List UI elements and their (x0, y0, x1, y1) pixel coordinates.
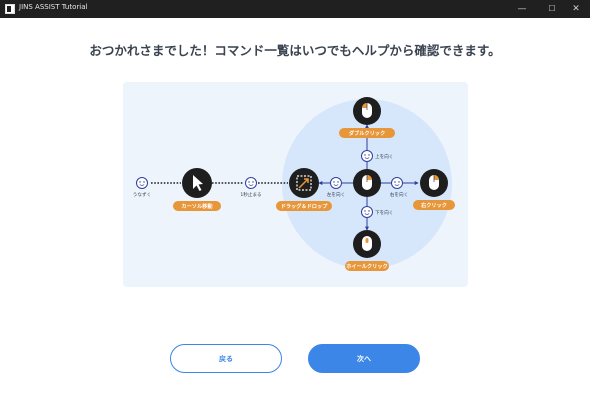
drag-drop-icon (296, 175, 312, 191)
center-node (353, 169, 381, 197)
drag-drop-pill (276, 201, 332, 211)
stop-label: 1秒止まる (240, 191, 261, 198)
command-diagram-panel: うなずく カーソル移動 1秒止まる ドラッ (123, 82, 468, 287)
cursor-move-pill (173, 201, 221, 211)
mouse-pointer-icon (193, 175, 203, 191)
maximize-button[interactable]: ☐ (548, 4, 556, 13)
face-right-label: 右を向く (390, 191, 408, 198)
window-title: JINS ASSIST Tutorial (19, 3, 88, 11)
next-button[interactable]: 次へ (308, 344, 420, 373)
nod-label: うなずく (133, 191, 151, 198)
cursor-node (182, 168, 212, 198)
double-click-node (353, 97, 381, 125)
cursor-move-label: カーソル移動 (181, 202, 212, 210)
face-right-icon (391, 177, 403, 189)
close-button[interactable]: ✕ (572, 4, 580, 14)
middle-click-node (353, 230, 381, 258)
drag-drop-node (289, 168, 319, 198)
right-click-node (420, 169, 448, 197)
title-bar[interactable]: JINS ASSIST Tutorial — ☐ ✕ (0, 0, 590, 18)
app-icon (5, 4, 15, 14)
face-down-label: 下を向く (375, 209, 393, 216)
face-down-icon (361, 206, 373, 218)
command-diagram: うなずく カーソル移動 1秒止まる ドラッ (133, 97, 455, 271)
minimize-button[interactable]: — (517, 4, 527, 14)
mouse-wheel-click-icon (362, 236, 372, 251)
face-left-label: 左を向く (327, 191, 345, 198)
right-click-label: 右クリック (421, 201, 447, 209)
right-click-pill (413, 200, 455, 210)
double-click-label: ダブルクリック (349, 129, 385, 137)
face-up-label: 上を向く (375, 153, 393, 160)
face-left-icon (330, 177, 342, 189)
middle-click-pill (345, 261, 389, 271)
face-up-icon (361, 150, 373, 162)
middle-click-label: ホイールクリック (346, 262, 388, 270)
back-button[interactable]: 戻る (170, 344, 282, 373)
stop-face-icon (245, 177, 257, 189)
drag-drop-label: ドラッグ＆ドロップ (281, 202, 329, 210)
nod-face-icon (136, 177, 148, 189)
double-click-pill (339, 128, 395, 138)
page-heading: おつかれさまでした！コマンド一覧はいつでもヘルプから確認できます。 (89, 43, 501, 58)
